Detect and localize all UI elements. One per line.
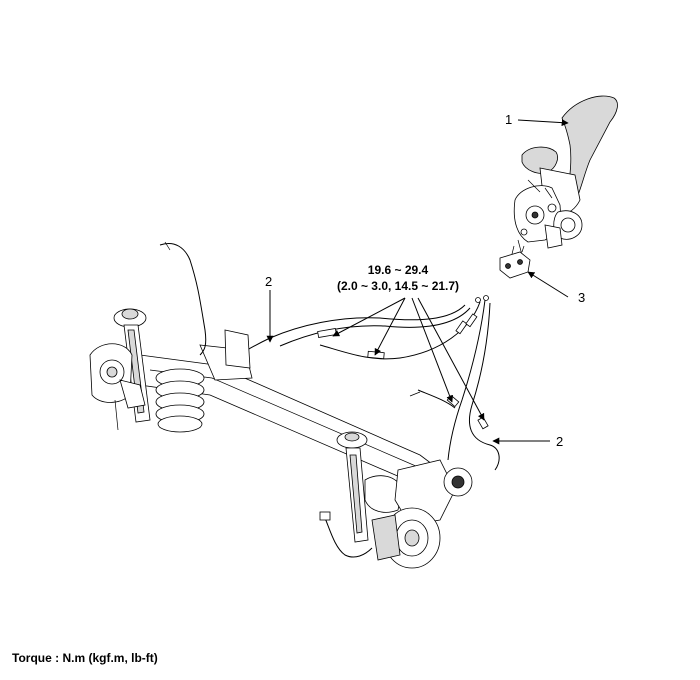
torque-value-primary: 19.6 ~ 29.4	[368, 263, 429, 277]
torque-units-note: Torque : N.m (kgf.m, lb-ft)	[12, 651, 158, 665]
left-rear-suspension	[89, 241, 207, 433]
callout-3-equalizer: 3	[578, 290, 585, 305]
callout-2-left-cable: 2	[265, 274, 272, 289]
parking-brake-cables	[217, 295, 500, 471]
torque-value-secondary: (2.0 ~ 3.0, 14.5 ~ 21.7)	[337, 279, 459, 293]
right-rear-suspension	[319, 431, 473, 569]
cable-equalizer	[499, 245, 531, 279]
callout-2-right-cable: 2	[556, 434, 563, 449]
callout-arrows	[266, 119, 569, 445]
parking-brake-lever	[513, 95, 618, 261]
rear-axle-beam	[139, 329, 441, 491]
callout-1-lever: 1	[505, 112, 512, 127]
